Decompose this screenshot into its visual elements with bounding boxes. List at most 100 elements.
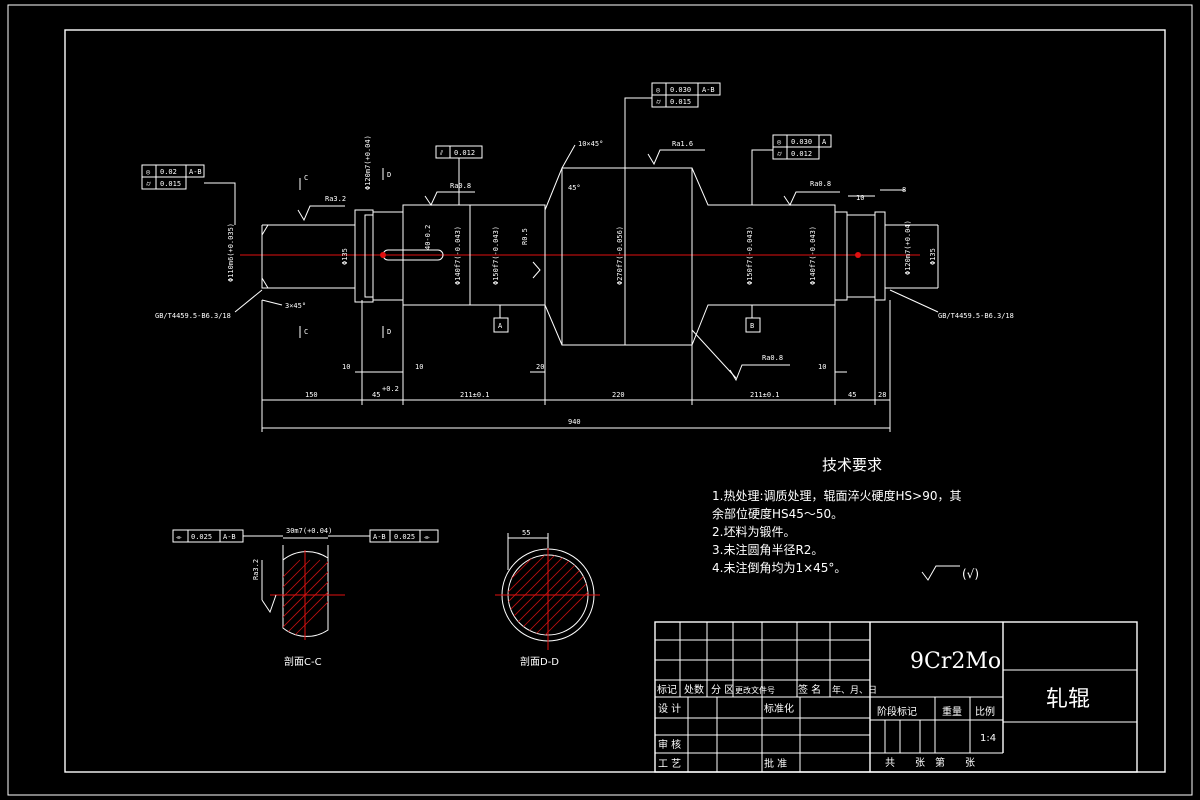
section-mark-d-top: D — [387, 171, 391, 179]
svg-text:20: 20 — [536, 363, 544, 371]
svg-text:处数: 处数 — [684, 683, 704, 696]
title-block: 标记 处数 分 区 更改文件号 签 名 年、月、日 设 计 标准化 审 核 工 … — [654, 621, 1138, 773]
svg-text:Ra3.2: Ra3.2 — [325, 195, 346, 203]
svg-text:+0.2: +0.2 — [382, 385, 399, 393]
svg-text:签 名: 签 名 — [798, 683, 821, 696]
surface-mark: (√) — [962, 567, 979, 581]
section-mark-c-bottom: C — [304, 328, 308, 336]
svg-text:阶段标记: 阶段标记 — [877, 705, 917, 718]
svg-text:940: 940 — [568, 418, 581, 426]
svg-text:标记: 标记 — [657, 684, 677, 696]
svg-text:R0.5: R0.5 — [521, 228, 529, 245]
roughness-other-icon — [921, 565, 960, 581]
scale-value: 1:4 — [980, 733, 996, 744]
svg-text:共 张 第 张: 共 张 第 张 — [885, 756, 975, 769]
svg-text:0.015: 0.015 — [160, 180, 181, 188]
svg-text:A-B: A-B — [702, 86, 715, 94]
svg-text:◎: ◎ — [146, 168, 151, 176]
svg-text:审 核: 审 核 — [658, 738, 681, 751]
diameter-labels: Φ110m6(+0.035) Φ135 Φ120m7(+0.04) Φ140f7… — [227, 135, 937, 285]
svg-text:⌭: ⌭ — [777, 150, 782, 158]
svg-text:A-B: A-B — [223, 533, 236, 541]
svg-text:10: 10 — [342, 363, 350, 371]
tech-note-3: 3.未注圆角半径R2。 — [712, 542, 823, 557]
tech-note-1: 1.热处理:调质处理，辊面淬火硬度HS>90，其 — [712, 488, 961, 503]
svg-text:0.02: 0.02 — [160, 168, 177, 176]
svg-text:⫽: ⫽ — [439, 149, 444, 157]
chamfer-top: 10×45° — [578, 140, 603, 148]
outer-frame — [7, 4, 1193, 796]
svg-text:Ra3.2: Ra3.2 — [252, 559, 260, 580]
svg-text:比例: 比例 — [975, 705, 995, 718]
svg-text:40-0.2: 40-0.2 — [424, 225, 432, 250]
svg-text:0.012: 0.012 — [454, 149, 475, 157]
keyway-center-dot — [380, 252, 386, 258]
roughness-marks: Ra3.2 Ra0.8 Ra1.6 Ra0.8 Ra0.8 — [297, 140, 840, 382]
svg-text:10: 10 — [818, 363, 826, 371]
svg-text:0.025: 0.025 — [191, 533, 212, 541]
svg-text:Φ140f7(-0.043): Φ140f7(-0.043) — [809, 226, 817, 285]
svg-text:0.030: 0.030 — [791, 138, 812, 146]
svg-text:Φ135: Φ135 — [929, 248, 937, 265]
thread-note-right: GB/T4459.5-B6.3/18 — [938, 312, 1014, 320]
svg-text:55: 55 — [522, 529, 530, 537]
roll-body — [544, 167, 836, 346]
svg-text:更改文件号: 更改文件号 — [735, 685, 775, 695]
svg-text:211±0.1: 211±0.1 — [750, 391, 780, 399]
svg-text:B: B — [750, 322, 754, 330]
technical-requirements: 技术要求 1.热处理:调质处理，辊面淬火硬度HS>90，其 余部位硬度HS45～… — [712, 456, 979, 581]
svg-text:45: 45 — [848, 391, 856, 399]
svg-text:Ra1.6: Ra1.6 — [672, 140, 693, 148]
section-d-d: 55 剖面D-D — [495, 529, 600, 668]
svg-text:0.030: 0.030 — [670, 86, 691, 94]
svg-text:8: 8 — [902, 186, 906, 194]
section-mark-d-bottom: D — [387, 328, 391, 336]
shaft-main-view: C C D D A B Φ110m6(+0.035) Φ135 Φ120m7(+… — [141, 82, 1014, 432]
svg-text:⌭: ⌭ — [146, 180, 151, 188]
right-journal — [846, 214, 876, 298]
svg-text:年、月、日: 年、月、日 — [832, 684, 877, 696]
section-c-c: 30m7(+0.04) ⌯ 0.025 A-B A-B 0.025 ⌯ Ra3.2 剖面… — [172, 527, 439, 668]
svg-text:Φ135: Φ135 — [341, 248, 349, 265]
svg-text:45: 45 — [372, 391, 380, 399]
section-mark-c-top: C — [304, 174, 308, 182]
svg-text:批 准: 批 准 — [764, 757, 787, 770]
material-label: 9Cr2Mo — [910, 649, 1001, 674]
svg-text:30m7(+0.04): 30m7(+0.04) — [286, 527, 332, 535]
svg-text:0.012: 0.012 — [791, 150, 812, 158]
svg-text:45°: 45° — [568, 184, 581, 192]
tech-heading: 技术要求 — [822, 456, 882, 474]
section-label-cc: 剖面C-C — [284, 655, 322, 668]
svg-text:10: 10 — [415, 363, 423, 371]
thread-note-left: GB/T4459.5-B6.3/18 — [155, 312, 231, 320]
inner-frame — [64, 29, 1166, 773]
svg-text:⌯: ⌯ — [424, 533, 430, 541]
svg-text:A: A — [822, 138, 827, 146]
svg-text:A-B: A-B — [373, 533, 386, 541]
tech-note-1b: 余部位硬度HS45～50。 — [712, 506, 843, 521]
svg-text:◎: ◎ — [656, 86, 661, 94]
svg-text:0.025: 0.025 — [394, 533, 415, 541]
svg-text:28: 28 — [878, 391, 886, 399]
svg-text:Φ120m7(+0.04): Φ120m7(+0.04) — [364, 135, 372, 190]
svg-text:A: A — [498, 322, 503, 330]
svg-text:⌯: ⌯ — [176, 533, 182, 541]
section-label-dd: 剖面D-D — [520, 655, 559, 668]
svg-text:Φ120m7(+0.04): Φ120m7(+0.04) — [904, 220, 912, 275]
datum-a — [493, 317, 509, 333]
datum-b — [745, 317, 761, 333]
svg-text:150: 150 — [305, 391, 318, 399]
svg-text:Ra0.8: Ra0.8 — [810, 180, 831, 188]
svg-text:Ra0.8: Ra0.8 — [762, 354, 783, 362]
svg-text:◎: ◎ — [777, 138, 782, 146]
svg-text:0.015: 0.015 — [670, 98, 691, 106]
svg-text:重量: 重量 — [942, 705, 962, 718]
svg-text:分 区: 分 区 — [711, 684, 734, 696]
svg-text:标准化: 标准化 — [764, 702, 794, 715]
journal-140-left — [402, 204, 546, 306]
svg-text:Φ140f7(-0.043): Φ140f7(-0.043) — [454, 226, 462, 285]
svg-text:Ra0.8: Ra0.8 — [450, 182, 471, 190]
svg-text:Φ110m6(+0.035): Φ110m6(+0.035) — [227, 223, 235, 282]
